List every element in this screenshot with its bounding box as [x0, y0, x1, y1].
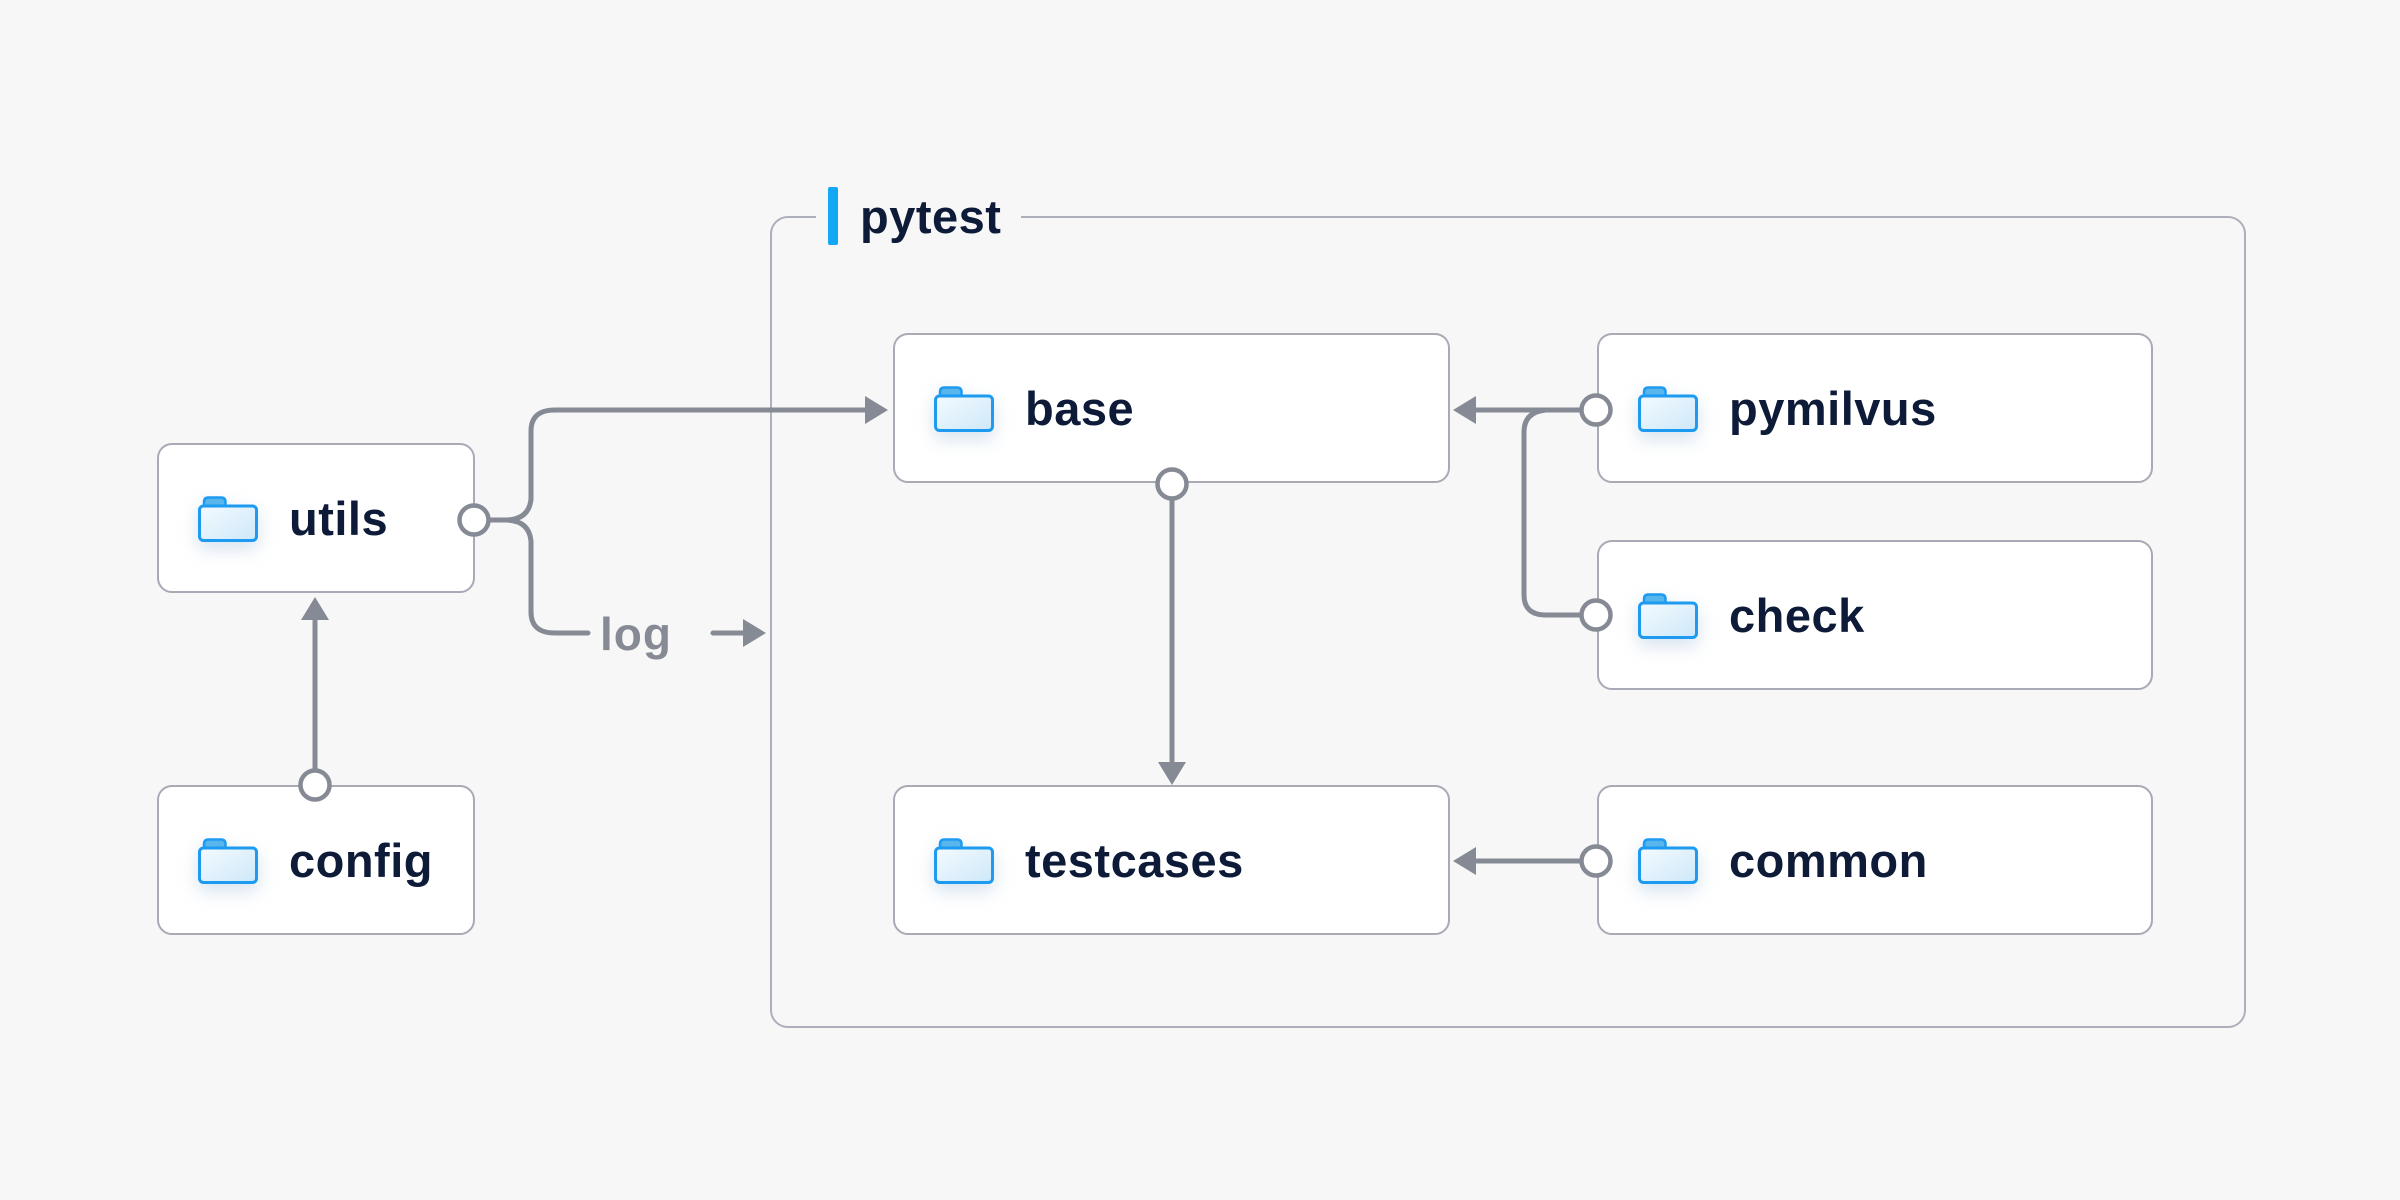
- node-testcases: testcases: [893, 785, 1450, 935]
- node-label: common: [1729, 833, 1928, 887]
- pytest-group-title: pytest: [816, 184, 1022, 248]
- node-common: common: [1597, 785, 2153, 935]
- group-title-text: pytest: [860, 189, 1002, 243]
- node-label: pymilvus: [1729, 381, 1937, 435]
- folder-icon: [1638, 838, 1698, 884]
- folder-icon: [934, 386, 994, 432]
- node-label: testcases: [1025, 833, 1244, 887]
- folder-icon: [198, 838, 258, 884]
- folder-icon: [934, 838, 994, 884]
- node-base: base: [893, 333, 1450, 483]
- node-check: check: [1597, 540, 2153, 690]
- folder-icon: [1638, 593, 1698, 639]
- folder-icon: [1638, 386, 1698, 432]
- accent-bar: [828, 187, 838, 245]
- node-label: config: [289, 833, 433, 887]
- node-pymilvus: pymilvus: [1597, 333, 2153, 483]
- log-edge-label: log: [600, 608, 672, 660]
- edge-config-utils: [301, 597, 329, 772]
- node-label: check: [1729, 588, 1865, 642]
- node-label: utils: [289, 491, 389, 545]
- folder-icon: [198, 496, 258, 542]
- pytest-group-box: [770, 216, 2246, 1028]
- node-utils: utils: [157, 443, 475, 593]
- node-config: config: [157, 785, 475, 935]
- node-label: base: [1025, 381, 1135, 435]
